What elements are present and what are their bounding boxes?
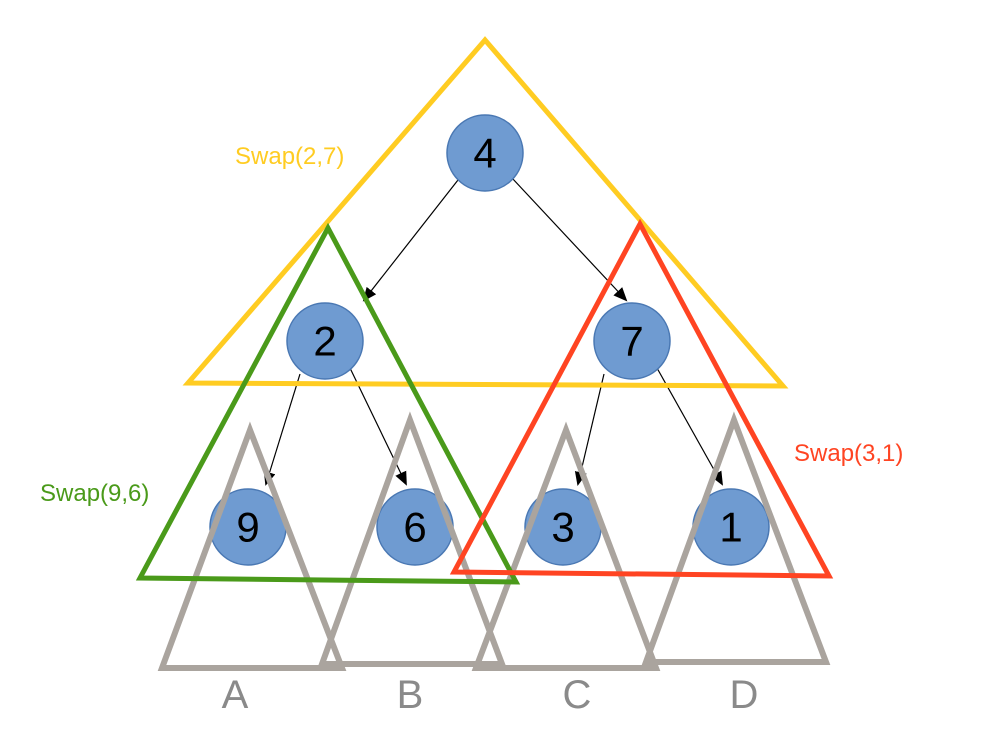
node-label: 3 [551, 504, 574, 551]
node-label: 6 [403, 504, 426, 551]
swap-triangle-top [182, 36, 789, 389]
node-label: 1 [719, 504, 742, 551]
node-left: 2 [286, 302, 364, 380]
swap-label-left: Swap(9,6) [40, 480, 149, 507]
swap-triangle-right [449, 218, 834, 579]
tree-nodes: 4 2 7 9 6 3 1 [209, 114, 770, 566]
subtree-triangles [157, 411, 831, 671]
node-left-left: 9 [209, 488, 287, 566]
node-label: 2 [313, 318, 336, 365]
subtree-label-a: A [222, 673, 249, 717]
edge-root-left [362, 179, 459, 302]
node-circle [593, 302, 671, 380]
swap-triangle-left [135, 222, 521, 585]
node-right-left: 3 [524, 488, 602, 566]
subtree-triangle-b [317, 411, 507, 667]
swap-label-top: Swap(2,7) [235, 143, 344, 170]
subtree-label-c: C [563, 673, 592, 717]
swap-label-right: Swap(3,1) [794, 440, 903, 467]
subtree-label-d: D [730, 673, 759, 717]
subtree-triangle-a [157, 421, 347, 671]
node-right-right: 1 [692, 488, 770, 566]
subtree-triangle-d [641, 411, 831, 665]
subtree-label-b: B [397, 673, 424, 717]
edge-root-right [511, 177, 628, 302]
subtree-triangle-c [471, 421, 661, 671]
node-circle [446, 114, 524, 192]
node-label: 4 [473, 130, 496, 177]
node-label: 7 [620, 318, 643, 365]
node-right: 7 [593, 302, 671, 380]
edge-left-leftleft [263, 373, 301, 486]
node-label: 9 [236, 504, 259, 551]
node-circle [286, 302, 364, 380]
node-root: 4 [446, 114, 524, 192]
